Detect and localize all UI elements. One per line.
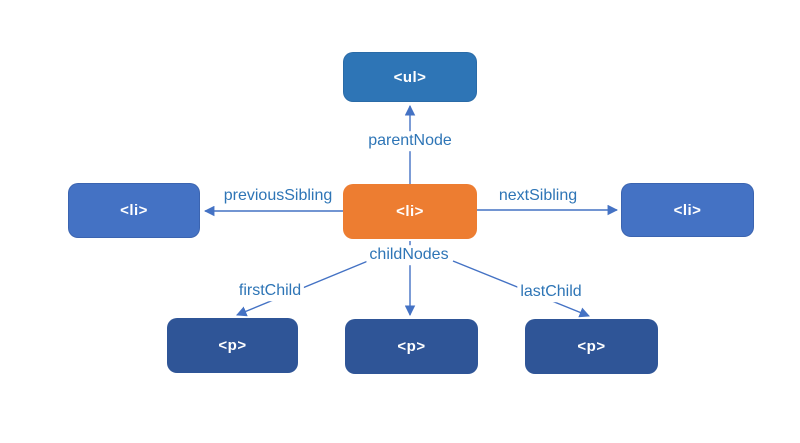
edge-label-childnodes: childNodes bbox=[366, 245, 452, 265]
node-li-left: <li> bbox=[68, 183, 200, 238]
edge-label-parentnode: parentNode bbox=[365, 131, 455, 151]
edge-label-nextsibling: nextSibling bbox=[495, 186, 581, 206]
node-p-first: <p> bbox=[167, 318, 298, 373]
edge-label-firstchild: firstChild bbox=[235, 281, 305, 301]
node-p-middle: <p> bbox=[345, 319, 478, 374]
node-ul: <ul> bbox=[343, 52, 477, 102]
node-li-center: <li> bbox=[343, 184, 477, 239]
edge-label-previoussibling: previousSibling bbox=[220, 186, 336, 206]
node-p-last: <p> bbox=[525, 319, 658, 374]
edge-label-lastchild: lastChild bbox=[517, 282, 585, 302]
node-li-right: <li> bbox=[621, 183, 754, 237]
